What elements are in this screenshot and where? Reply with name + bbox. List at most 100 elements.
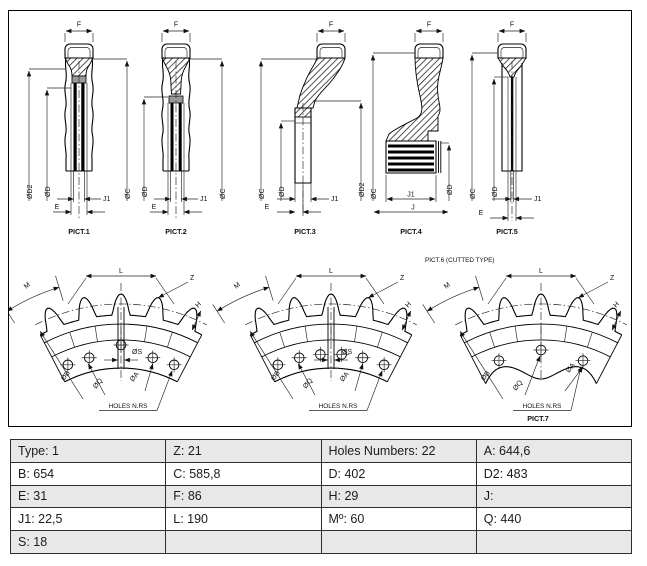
dim-label-c: ØC	[259, 189, 266, 200]
dimension-extension	[487, 277, 595, 305]
pict2-caption: PICT.2	[165, 227, 187, 236]
sprocket-view-1: L M Z H ØS ØB ØQ ØA HOLES N.RS	[2, 268, 208, 411]
tooth-cap-outline	[64, 43, 94, 59]
dim-label-m: M	[23, 281, 32, 290]
dim-label-q: ØQ	[302, 377, 315, 390]
pict5-caption: PICT.5	[496, 227, 518, 236]
radial-tick	[564, 325, 568, 342]
table-cell: Z: 21	[165, 439, 322, 463]
rim-inner-lines	[70, 83, 88, 171]
tooth-cap-inner	[67, 47, 91, 58]
rib-bar	[388, 150, 434, 154]
dim-label-b: ØB	[480, 370, 492, 383]
sprocket-geometry	[212, 273, 418, 411]
segment-end-cut	[459, 334, 486, 384]
table-row: S: 18	[9, 530, 633, 554]
dim-label-c: ØC	[220, 189, 227, 200]
table-row: Type: 1 Z: 21 Holes Numbers: 22 A: 644,6	[9, 439, 633, 463]
table-cell: Holes Numbers: 22	[320, 439, 477, 463]
dim-label-j1: J1	[534, 196, 542, 203]
radial-tick	[489, 332, 495, 348]
radial-tick	[144, 325, 148, 342]
dim-label-f: F	[174, 22, 178, 29]
dim-label-l: L	[119, 268, 123, 275]
tooth-cap-outline	[316, 43, 346, 59]
dimension-extension	[212, 304, 225, 324]
segment-end-cut	[249, 334, 276, 382]
table-cell: L: 190	[165, 507, 322, 532]
table-cell: F: 86	[165, 484, 322, 509]
dim-label-d: ØD	[447, 185, 454, 196]
table-cell: S: 18	[9, 530, 167, 554]
leader-line	[459, 331, 504, 400]
sprocket-view-2: L M Z H ØS ØB ØQ ØA HOLES N.RS	[212, 268, 418, 411]
rib-bar	[388, 156, 434, 160]
pict3-view: F ØC ØD ØD2 J1	[258, 22, 366, 236]
dim-label-d: ØD	[492, 187, 499, 198]
dim-label-j1: J1	[103, 196, 111, 203]
radial-tick	[514, 325, 518, 342]
dim-label-f: F	[329, 22, 333, 29]
table-cell	[320, 530, 477, 554]
leader-line	[578, 281, 609, 298]
dim-label-d2: ØD2	[359, 183, 366, 198]
hole-center-mark	[312, 346, 328, 362]
table-cell: H: 29	[320, 484, 477, 509]
dim-label-c: ØC	[371, 189, 378, 200]
dim-label-d: ØD	[45, 187, 52, 198]
dim-label-h: H	[194, 301, 203, 310]
rim-inner-lines	[167, 103, 185, 171]
dimension-extension	[277, 277, 385, 305]
segment-end-cut	[39, 334, 66, 382]
hole-center-mark	[291, 350, 307, 366]
leader-line	[156, 370, 173, 411]
band-arc	[471, 339, 611, 358]
hole-center-mark	[491, 353, 507, 369]
table-cell: Q: 440	[475, 507, 633, 532]
table-row: E: 31 F: 86 H: 29 J:	[9, 484, 633, 509]
dim-label-q: ØQ	[92, 377, 105, 390]
dimension-extension	[422, 304, 435, 324]
table-cell: E: 31	[9, 484, 167, 509]
dimension-extension	[385, 175, 437, 202]
hatched-section	[385, 57, 444, 142]
technical-drawing-svg: F J1 E ØD2	[2, 22, 628, 423]
dimension-arc	[216, 286, 270, 312]
section-bar	[81, 83, 85, 171]
dimension-extension	[497, 33, 527, 42]
tooth-cap-inner	[164, 47, 188, 58]
inner-edge-arc	[64, 367, 178, 383]
dim-label-s: ØS	[132, 349, 142, 356]
dim-label-h: H	[612, 301, 621, 310]
table-cell	[165, 530, 322, 554]
leader-line	[366, 370, 383, 411]
leader-line	[297, 363, 316, 396]
table-row: B: 654 C: 585,8 D: 402 D2: 483	[9, 461, 633, 486]
tooth-cap-outline	[497, 43, 527, 59]
section-bar	[73, 83, 77, 171]
dim-label-e: E	[265, 204, 270, 211]
leader-line	[144, 363, 154, 392]
dim-label-c: ØC	[125, 189, 132, 200]
dim-label-e: E	[55, 204, 60, 211]
pict4-caption: PICT.4	[400, 227, 422, 236]
dim-label-b: ØB	[270, 370, 282, 383]
rib-bar	[388, 144, 434, 148]
table-cell: Mº: 60	[320, 507, 477, 532]
radial-tick	[69, 332, 75, 348]
dimension-extension	[475, 275, 484, 301]
hole-center-mark	[145, 350, 161, 366]
dim-label-s: ØS	[342, 349, 352, 356]
radial-tick	[167, 332, 173, 348]
dimension-extension	[55, 275, 64, 301]
block-edge-lines	[438, 141, 442, 173]
table-cell: J:	[475, 484, 633, 509]
table-cell: Type: 1	[9, 439, 167, 463]
dim-label-j1: J1	[200, 196, 208, 203]
hub-slot-lines	[327, 307, 335, 369]
ribbed-block-outline	[385, 140, 437, 174]
dim-label-l: L	[329, 268, 333, 275]
dim-label-z: Z	[610, 275, 615, 282]
dimension-line	[401, 310, 412, 331]
